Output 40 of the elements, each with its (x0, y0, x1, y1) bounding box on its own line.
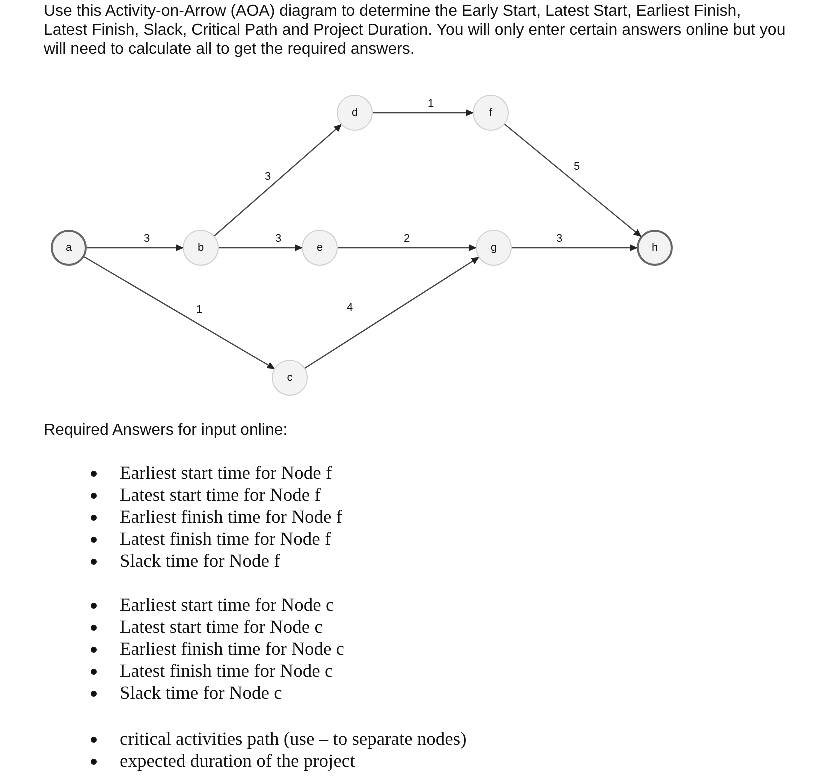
edge-label: 2 (402, 233, 412, 245)
arrow (84, 256, 276, 370)
arrow (373, 110, 474, 116)
list-item: Latest start time for Node c (120, 617, 323, 639)
list-item: Latest finish time for Node c (120, 661, 334, 683)
section-heading: Required Answers for input online: (44, 422, 288, 440)
edge-label: 1 (195, 304, 204, 316)
edge-label: 4 (346, 302, 354, 314)
arrow (512, 244, 638, 252)
list-item: critical activities path (use – to separate nodes) (120, 729, 467, 751)
event-node: c (272, 360, 308, 396)
list-item: Latest finish time for Node f (120, 529, 332, 551)
list-item: Slack time for Node c (120, 683, 282, 705)
event-node: h (637, 230, 673, 266)
edge-label: 1 (426, 98, 436, 110)
edge-label: 5 (572, 160, 582, 172)
instructions-text: Use this Activity-on-Arrow (AOA) diagram to determine the Early Start, Latest Start, Earliest Finish, Latest Finish, Slack, Critical Path and Project Duration. You will only enter certain answers online but you will need to calculate all to get the required answers. (44, 2, 787, 59)
list-item: Earliest start time for Node f (120, 463, 332, 485)
event-node: f (473, 95, 509, 131)
edge-label: 3 (142, 233, 152, 245)
edge-label: 3 (264, 170, 272, 182)
arrow (219, 244, 303, 252)
arrow (338, 244, 477, 252)
event-node: e (302, 230, 338, 266)
list-item: Latest start time for Node f (120, 485, 321, 507)
list-item: Slack time for Node f (120, 551, 280, 573)
event-node: b (183, 230, 219, 266)
event-node: a (51, 230, 87, 266)
edge-label: 3 (274, 233, 283, 245)
arrow (504, 124, 642, 238)
event-node: d (337, 95, 373, 131)
edge-label: 3 (555, 233, 564, 245)
arrow (87, 244, 184, 252)
arrow (214, 124, 342, 237)
arrow (304, 257, 480, 369)
list-item: Earliest finish time for Node f (120, 507, 342, 529)
list-item: expected duration of the project (120, 751, 356, 773)
event-node: g (476, 230, 512, 266)
list-item: Earliest start time for Node c (120, 595, 334, 617)
list-item: Earliest finish time for Node c (120, 639, 345, 661)
